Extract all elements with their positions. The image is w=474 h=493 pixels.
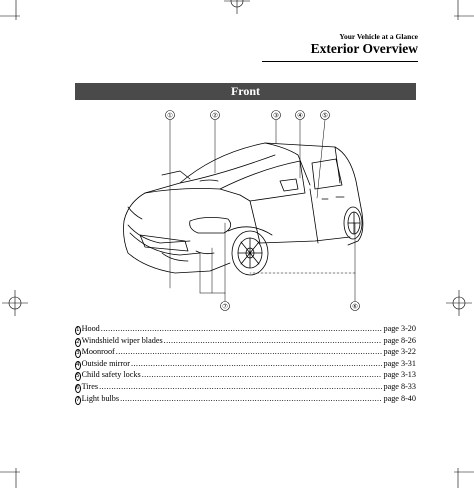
svg-text:⑥: ⑥ (352, 302, 358, 310)
svg-text:③: ③ (273, 111, 279, 119)
callout-5: ⑤ (316, 110, 330, 199)
leader-dots (131, 358, 382, 370)
page-reference[interactable]: page 3-13 (383, 370, 416, 380)
car-body (123, 142, 364, 274)
leader-dots (101, 323, 383, 335)
page-reference[interactable]: page 3-22 (383, 347, 416, 357)
callout-3: ③ (271, 110, 281, 144)
page-reference[interactable]: page 8-40 (383, 393, 416, 403)
legend-number: 6 (75, 383, 81, 393)
callout-7: ⑦ (199, 222, 230, 311)
leader-dots (99, 381, 382, 393)
legend-number: 5 (75, 372, 81, 382)
legend-item-hood: 1 Hood page 3-20 (75, 323, 416, 335)
leader-dots (116, 346, 383, 358)
legend-number: 7 (75, 395, 81, 405)
page-reference[interactable]: page 3-31 (383, 358, 416, 368)
callout-2: ② (210, 110, 220, 174)
section-label: Your Vehicle at a Glance (339, 32, 418, 41)
crop-mark-bottom-left (0, 458, 30, 493)
leader-dots (142, 369, 383, 381)
legend-number: 1 (75, 326, 81, 335)
registration-mark-right (446, 290, 472, 316)
rear-wheel (343, 206, 363, 240)
legend-number: 2 (75, 337, 81, 347)
legend-label: Hood (81, 324, 100, 333)
svg-text:②: ② (212, 111, 218, 119)
page-reference[interactable]: page 8-26 (383, 335, 416, 345)
legend-item-outside-mirror: 4 Outside mirror page 3-31 (75, 358, 416, 370)
vehicle-illustration: ① ② ③ ④ ⑤ ⑥ ⑦ (100, 103, 380, 323)
legend-item-moonroof: 3 Moonroof page 3-22 (75, 346, 416, 359)
front-wheel (227, 226, 273, 276)
legend-label: Outside mirror (81, 358, 130, 368)
svg-text:①: ① (167, 111, 173, 119)
svg-text:④: ④ (297, 111, 303, 119)
legend-label: Child safety locks (81, 370, 141, 380)
legend-number: 4 (75, 360, 81, 370)
legend-item-light-bulbs: 7 Light bulbs page 8-40 (75, 393, 416, 405)
legend-label: Light bulbs (81, 393, 120, 403)
svg-text:⑤: ⑤ (322, 111, 328, 119)
crop-mark-top-right (444, 0, 474, 35)
registration-mark-top (224, 0, 250, 14)
registration-mark-left (2, 290, 28, 316)
callout-6: ⑥ (249, 222, 360, 311)
callout-4: ④ (295, 110, 305, 179)
page-reference[interactable]: page 8-33 (383, 381, 416, 391)
section-banner: Front (75, 83, 416, 100)
svg-text:⑦: ⑦ (222, 302, 228, 310)
legend-item-wiper-blades: 2 Windshield wiper blades page 8-26 (75, 335, 416, 347)
legend-label: Tires (81, 381, 99, 391)
parts-legend: 1 Hood page 3-20 2 Windshield wiper blad… (75, 323, 416, 405)
legend-label: Moonroof (81, 347, 115, 357)
leader-dots (164, 335, 383, 347)
crop-mark-top-left (0, 0, 30, 35)
callout-1: ① (165, 110, 175, 289)
page-reference[interactable]: page 3-20 (383, 324, 416, 333)
page-title: Exterior Overview (310, 41, 418, 56)
leader-dots (120, 393, 382, 405)
legend-item-child-safety-locks: 5 Child safety locks page 3-13 (75, 369, 416, 382)
legend-item-tires: 6 Tires page 8-33 (75, 381, 416, 393)
legend-label: Windshield wiper blades (81, 335, 163, 345)
crop-mark-bottom-right (444, 458, 474, 493)
title-rule (262, 61, 418, 62)
legend-number: 3 (75, 349, 81, 359)
